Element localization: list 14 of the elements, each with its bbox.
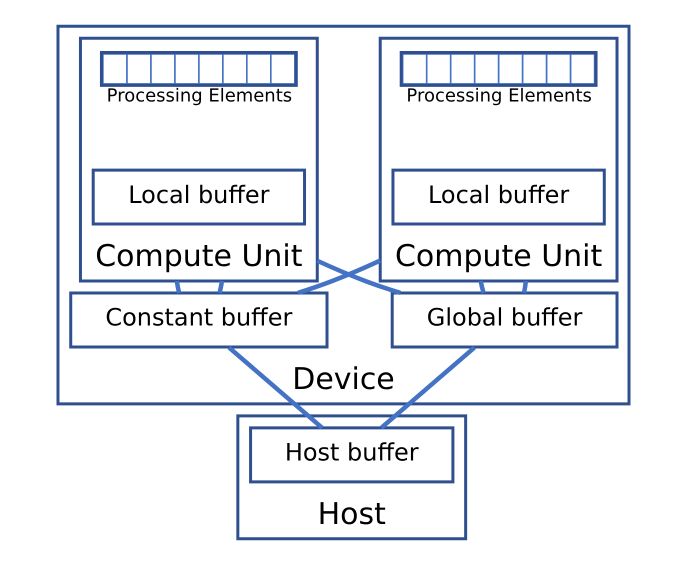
connector <box>228 346 324 430</box>
node-box: Host buffer <box>249 426 454 484</box>
connector <box>217 280 224 294</box>
node-box: Local buffer <box>92 168 306 226</box>
node-box: Global buffer <box>390 292 619 348</box>
node-box: Constant buffer <box>69 292 329 348</box>
node-label: Processing Elements <box>106 85 292 106</box>
connector <box>522 280 528 294</box>
connector <box>174 280 182 294</box>
node-box: Local buffer <box>391 168 606 226</box>
connector <box>380 346 476 430</box>
node-label: Processing Elements <box>406 85 592 106</box>
connector <box>316 258 402 296</box>
connector <box>478 280 486 294</box>
